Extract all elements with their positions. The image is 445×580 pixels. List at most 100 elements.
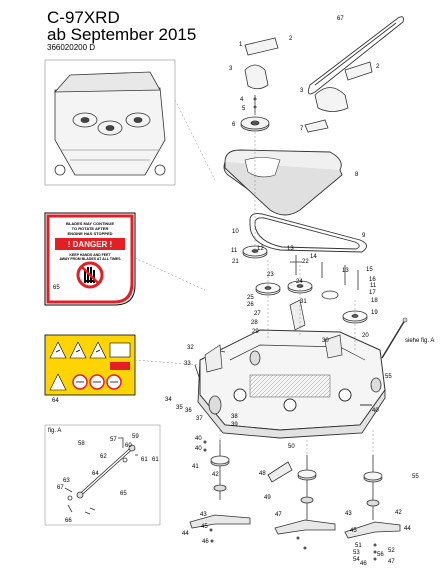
callout-22: 22 (302, 259, 309, 265)
danger-band (55, 238, 125, 250)
deck-overview-thumbnail (44, 59, 176, 186)
callout-38: 38 (231, 414, 238, 420)
callout-46: 46 (202, 539, 209, 545)
callout-65: 65 (120, 491, 127, 497)
blade-spindle-assemblies (210, 440, 383, 520)
callout-29: 29 (252, 329, 259, 335)
safety-symbol-decal (44, 334, 136, 396)
model-title: C-97XRD (47, 8, 120, 27)
detail-box-label: fig. A (48, 428, 61, 434)
callout-24: 24 (296, 279, 303, 285)
callout-40: 40 (195, 446, 202, 452)
callout-8: 8 (355, 172, 359, 178)
fastener-hardware (203, 97, 377, 561)
callout-55: 55 (412, 474, 419, 480)
drive-belt (307, 16, 404, 95)
callout-55: 55 (385, 374, 392, 380)
validity-subtitle: ab September 2015 (47, 25, 197, 44)
callout-18: 18 (371, 298, 378, 304)
callout-41: 41 (192, 464, 199, 470)
callout-65: 65 (53, 285, 60, 291)
detail-figure-a: fig. A (44, 424, 161, 526)
callout-52: 52 (388, 548, 395, 554)
callout-14: 14 (310, 254, 317, 260)
callout-16: 16 (369, 277, 376, 283)
callout-44: 44 (182, 531, 189, 537)
callout-60: 60 (125, 443, 132, 449)
callout-34: 34 (165, 397, 172, 403)
callout-56: 56 (377, 552, 384, 558)
exploded-view-guides (134, 100, 374, 455)
callout-42: 42 (212, 472, 219, 478)
callout-35: 35 (176, 405, 183, 411)
deck-brackets (204, 299, 343, 373)
danger-decal: BLADES MAY CONTINUE TO ROTATE AFTER ENGI… (44, 212, 136, 306)
callout-47: 47 (388, 559, 395, 565)
decal-warning-line-1: BLADES MAY CONTINUE (66, 221, 114, 226)
callout-23: 23 (267, 272, 274, 278)
spindle-pulleys (242, 245, 368, 324)
callout-27: 27 (254, 311, 261, 317)
decal-warning-line-2: TO ROTATE AFTER (72, 226, 109, 231)
callout-20: 20 (362, 333, 369, 339)
callout-1: 1 (239, 42, 243, 48)
callout-13: 13 (287, 246, 294, 252)
callout-47: 47 (275, 512, 282, 518)
callout-57: 57 (110, 437, 117, 443)
callout-2: 2 (289, 36, 293, 42)
danger-signal-word: ! DANGER ! (68, 240, 112, 249)
callout-36: 36 (185, 408, 192, 414)
callout-5: 5 (242, 106, 246, 112)
mower-blades (189, 514, 401, 539)
callout-43: 43 (200, 512, 207, 518)
callout-3: 3 (229, 66, 233, 72)
callout-37: 37 (196, 416, 203, 422)
callout-10: 10 (232, 229, 239, 235)
callout-15: 15 (366, 267, 373, 273)
deck-belt (249, 213, 367, 253)
callout-28: 28 (251, 320, 258, 326)
gauge-wheels (194, 349, 382, 415)
callout-62: 62 (100, 454, 107, 460)
callout-61: 61 (141, 457, 148, 463)
callout-58: 58 (78, 441, 85, 447)
callout-46: 46 (360, 561, 367, 567)
callout-30: 30 (322, 338, 329, 344)
callout-61: 61 (152, 457, 159, 463)
callout-21: 21 (232, 259, 239, 265)
callout-54: 54 (353, 557, 360, 563)
callout-11: 11 (370, 283, 377, 289)
callout-67: 67 (337, 16, 344, 22)
callout-49: 49 (264, 495, 271, 501)
callout-13: 13 (342, 268, 349, 274)
callout-17: 17 (369, 290, 376, 296)
callout-11: 11 (231, 248, 238, 254)
callout-44: 44 (404, 526, 411, 532)
callout-48: 48 (259, 471, 266, 477)
callout-32: 32 (187, 345, 194, 351)
decal-keep-away-line-2: AWAY FROM BLADES AT ALL TIMES (59, 257, 121, 261)
decal-keep-away-line-1: KEEP HANDS AND FEET (69, 253, 111, 257)
adjustment-rod (381, 317, 408, 359)
callout-3: 3 (300, 88, 304, 94)
callout-50: 50 (288, 444, 295, 450)
callout-19: 19 (371, 310, 378, 316)
callout-53: 53 (353, 550, 360, 556)
hand-hazard-icon (76, 261, 104, 289)
callout-2: 2 (376, 64, 380, 70)
mower-deck-housing (197, 329, 386, 439)
callout-25: 25 (247, 295, 254, 301)
callout-43: 43 (345, 511, 352, 517)
callout-6: 6 (232, 122, 236, 128)
callout-66: 66 (65, 518, 72, 524)
callout-7: 7 (300, 126, 304, 132)
part-number: 366020200 D (47, 43, 96, 52)
callout-45: 45 (201, 524, 208, 530)
callout-40: 40 (195, 436, 202, 442)
belt-cover-parts (244, 37, 373, 133)
callout-42: 42 (395, 510, 402, 516)
callout-51: 51 (355, 543, 362, 549)
callout-26: 26 (247, 302, 254, 308)
